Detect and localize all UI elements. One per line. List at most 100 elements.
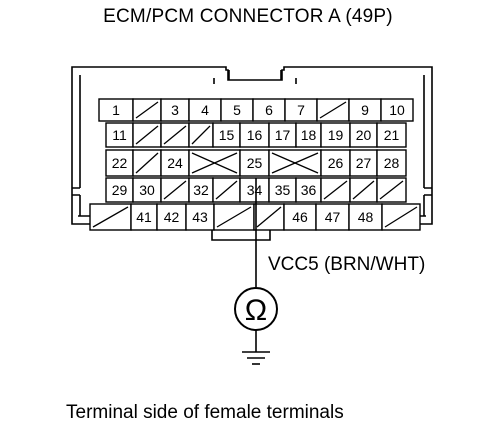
terminal-number: 25 xyxy=(247,155,263,171)
terminal-cell xyxy=(320,177,351,203)
empty-slot-mark xyxy=(384,206,418,228)
terminal-number: 19 xyxy=(328,127,344,143)
terminal-cell xyxy=(132,122,162,148)
terminal-number: 27 xyxy=(356,155,372,171)
terminal-number: 36 xyxy=(301,182,317,198)
terminal-cell: 21 xyxy=(376,122,407,148)
wire-label: VCC5 (BRN/WHT) xyxy=(268,254,426,275)
terminal-number: 3 xyxy=(171,102,179,118)
terminal-cell: 41 xyxy=(130,203,158,231)
terminal-cell: 16 xyxy=(239,122,270,148)
empty-slot-mark xyxy=(319,101,347,119)
terminal-cell xyxy=(213,203,255,231)
terminal-number: 28 xyxy=(384,155,400,171)
terminal-cell: 10 xyxy=(380,98,414,122)
empty-slot-mark xyxy=(215,180,238,200)
terminal-cell: 11 xyxy=(105,122,134,148)
terminal-cell xyxy=(132,98,162,122)
terminal-number: 10 xyxy=(389,102,405,118)
terminal-cell: 46 xyxy=(283,203,317,231)
terminal-number: 29 xyxy=(112,182,128,198)
terminal-number: 46 xyxy=(292,209,308,225)
terminal-cell xyxy=(188,122,214,148)
terminal-number: 26 xyxy=(328,155,344,171)
terminal-cell xyxy=(381,203,421,231)
terminal-cell: 1 xyxy=(98,98,134,122)
ground-icon xyxy=(242,351,270,365)
terminal-cell: 25 xyxy=(239,149,270,177)
connector-title: ECM/PCM CONNECTOR A (49P) xyxy=(103,6,393,27)
empty-slot-mark xyxy=(191,125,211,145)
terminal-cell: 48 xyxy=(348,203,383,231)
empty-slot-mark xyxy=(216,206,252,228)
terminal-cell: 43 xyxy=(185,203,215,231)
empty-slot-mark xyxy=(256,206,282,228)
terminal-cell: 47 xyxy=(315,203,350,231)
terminal-cell: 3 xyxy=(160,98,190,122)
terminal-cell: 18 xyxy=(295,122,322,148)
terminal-number: 30 xyxy=(139,182,155,198)
terminal-cell: 9 xyxy=(348,98,382,122)
terminal-cell xyxy=(160,177,190,203)
empty-slot-mark xyxy=(135,152,159,174)
terminal-cell: 22 xyxy=(105,149,134,177)
terminal-cell: 4 xyxy=(188,98,222,122)
terminal-cell: 29 xyxy=(105,177,134,203)
terminal-number: 1 xyxy=(112,102,120,118)
terminal-cell xyxy=(376,177,407,203)
terminal-number: 11 xyxy=(112,127,127,143)
terminal-cell xyxy=(89,203,132,231)
terminal-number: 4 xyxy=(201,102,209,118)
terminal-cell: 30 xyxy=(132,177,162,203)
terminal-number: 16 xyxy=(247,127,263,143)
empty-slot-mark xyxy=(323,180,348,200)
terminal-cell: 32 xyxy=(188,177,214,203)
terminal-number: 9 xyxy=(361,102,369,118)
terminal-cell: 27 xyxy=(349,149,378,177)
empty-slot-mark xyxy=(135,101,159,119)
terminal-number: 35 xyxy=(275,182,291,198)
empty-slot-mark xyxy=(163,125,187,145)
terminal-number: 22 xyxy=(112,155,128,171)
terminal-cell: 19 xyxy=(320,122,351,148)
terminal-number: 21 xyxy=(384,127,400,143)
terminal-number: 48 xyxy=(358,209,374,225)
terminal-cell xyxy=(349,177,378,203)
empty-slot-mark xyxy=(352,180,375,200)
terminal-number: 43 xyxy=(192,209,208,225)
terminal-cell xyxy=(253,203,285,231)
terminal-cell xyxy=(188,149,241,177)
terminal-cell: 28 xyxy=(376,149,407,177)
terminal-cell: 24 xyxy=(160,149,190,177)
terminal-cell: 26 xyxy=(320,149,351,177)
terminal-cell: 34 xyxy=(239,177,270,203)
terminal-number: 47 xyxy=(325,209,341,225)
terminal-number: 42 xyxy=(164,209,180,225)
terminal-cell: 15 xyxy=(212,122,241,148)
empty-slot-mark xyxy=(135,125,159,145)
terminal-cell: 5 xyxy=(220,98,254,122)
terminal-cell: 35 xyxy=(268,177,297,203)
terminal-cell xyxy=(132,149,162,177)
terminal-number: 32 xyxy=(193,182,209,198)
terminal-number: 41 xyxy=(136,209,152,225)
terminal-cell xyxy=(316,98,350,122)
terminal-cell: 7 xyxy=(284,98,318,122)
terminal-cell: 6 xyxy=(252,98,286,122)
terminal-cell xyxy=(212,177,241,203)
terminal-cell: 42 xyxy=(156,203,187,231)
terminal-cell: 36 xyxy=(295,177,322,203)
blocked-slot-mark xyxy=(191,152,238,174)
empty-slot-mark xyxy=(163,180,187,200)
ohm-symbol: Ω xyxy=(245,294,267,327)
terminal-number: 24 xyxy=(167,155,183,171)
empty-slot-mark xyxy=(92,206,129,228)
terminal-cell xyxy=(160,122,190,148)
terminal-number: 5 xyxy=(233,102,241,118)
terminal-number: 7 xyxy=(297,102,305,118)
terminal-number: 15 xyxy=(219,127,235,143)
terminal-number: 20 xyxy=(356,127,372,143)
caption: Terminal side of female terminals xyxy=(66,402,344,423)
